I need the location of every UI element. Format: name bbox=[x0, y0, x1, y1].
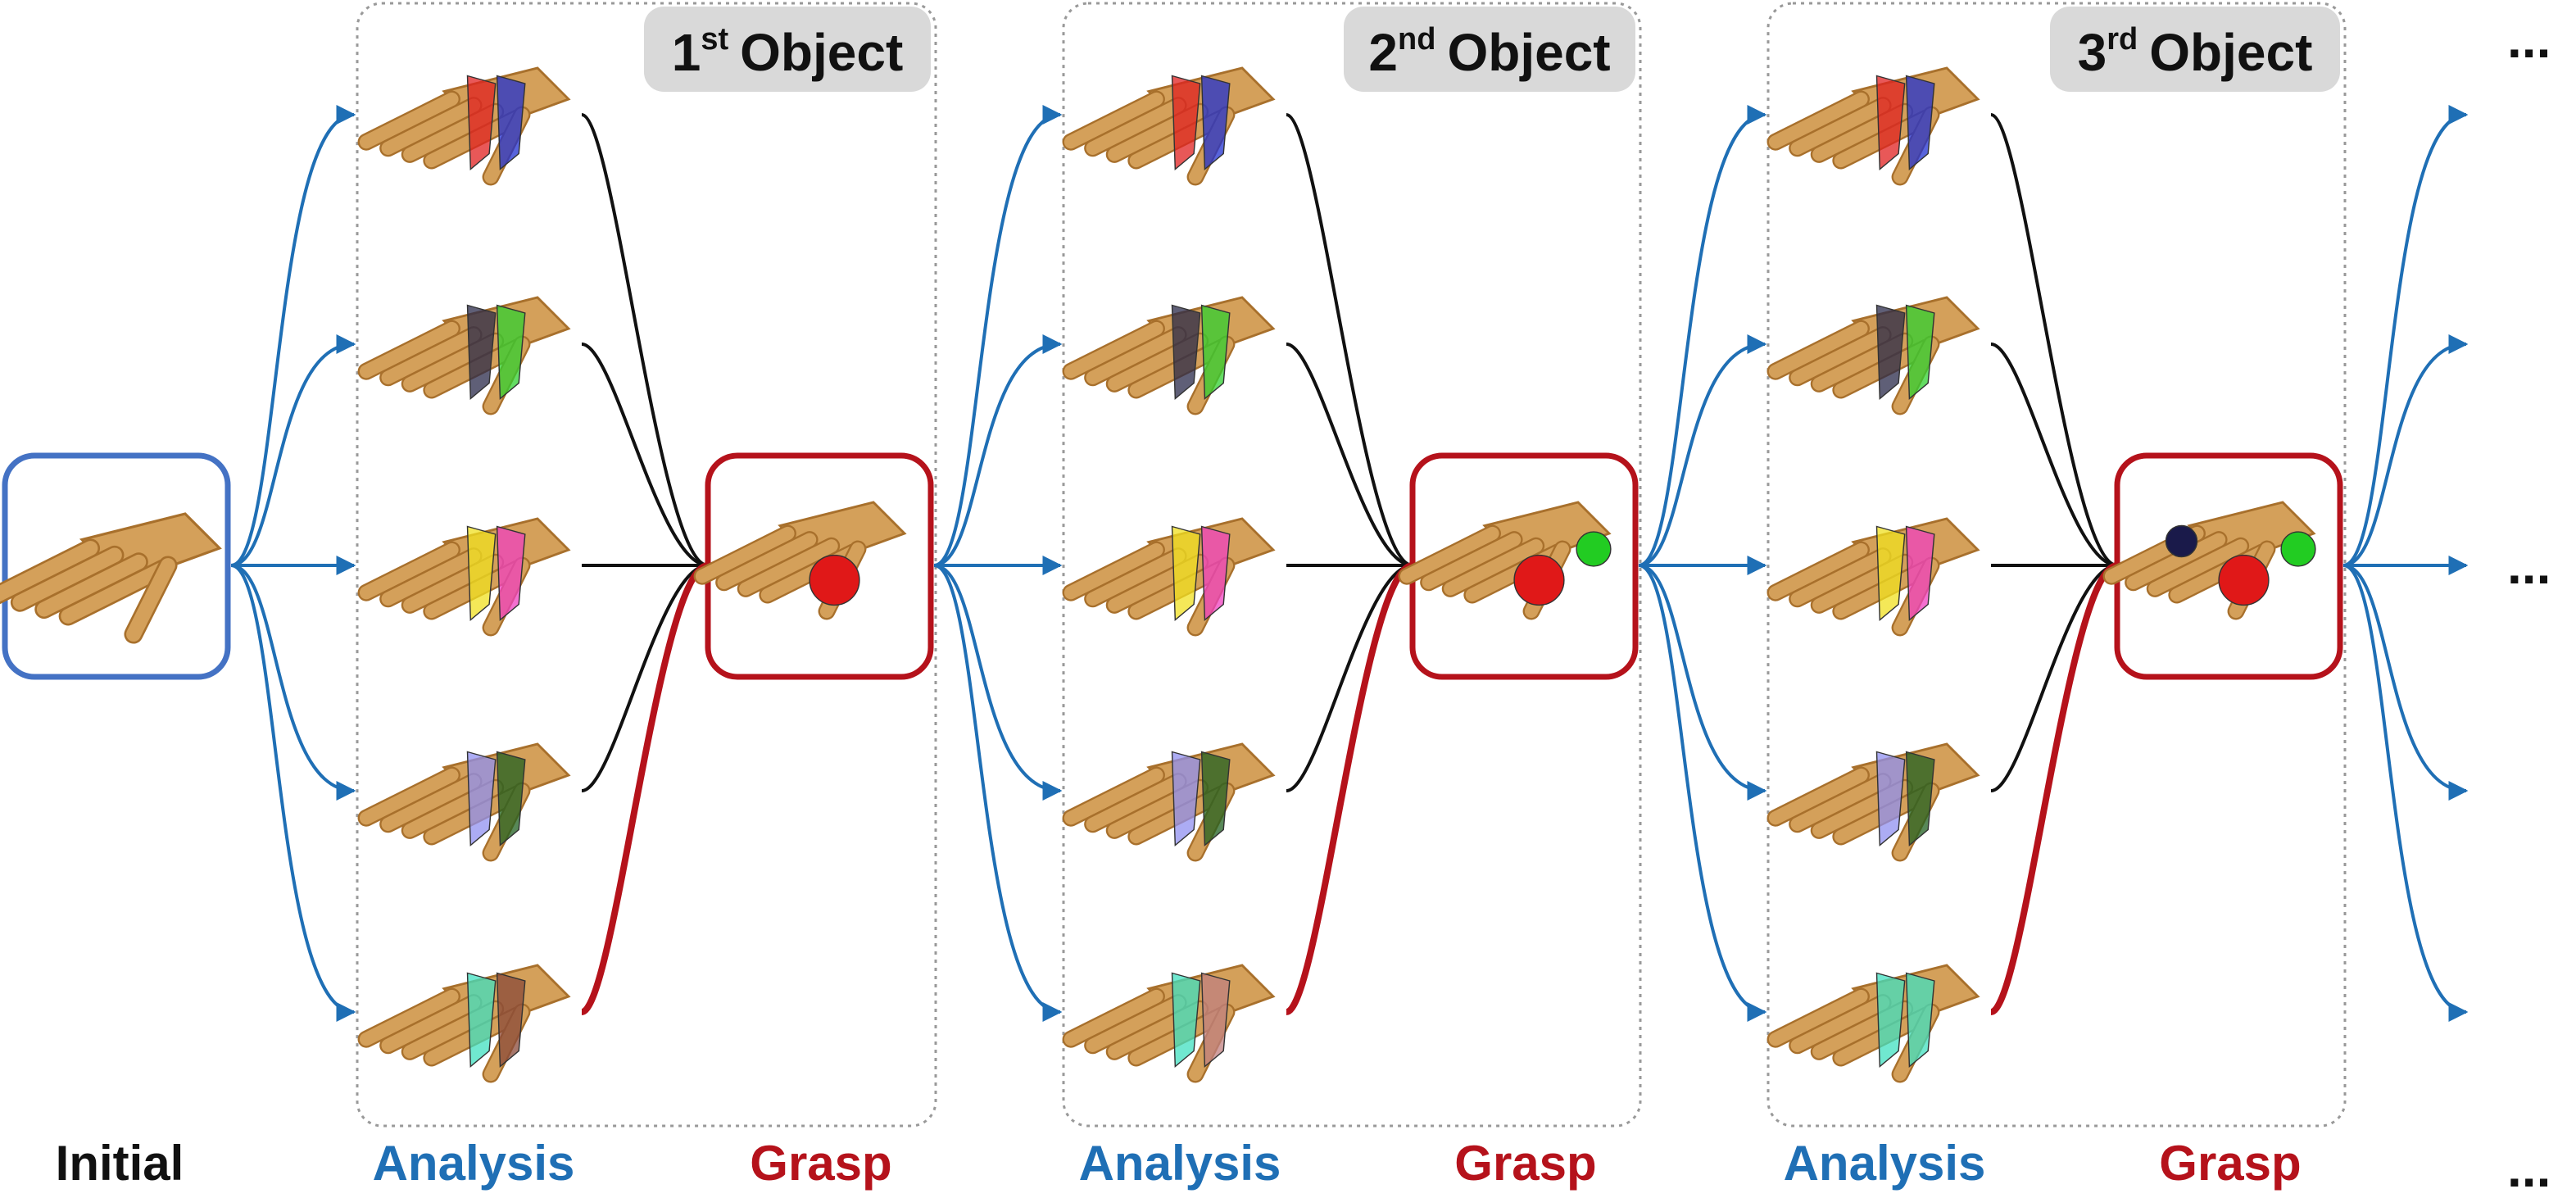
stage-2-word: Object bbox=[1447, 23, 1610, 82]
label-grasp-3: Grasp bbox=[2159, 1136, 2301, 1191]
grasp-3-object-3 bbox=[2165, 524, 2198, 558]
stage-3-analysis-hand-5 bbox=[1766, 964, 1980, 1083]
stage-1-analysis-hand-3 bbox=[357, 517, 571, 637]
stage-3-word: Object bbox=[2149, 23, 2312, 82]
stage-3-number: 3 bbox=[2078, 23, 2107, 82]
grasp1-blue-arrow-1 bbox=[933, 105, 1063, 567]
stage-1-analysis-hand-1 bbox=[357, 66, 571, 186]
stage-2-candidate-path-4 bbox=[1286, 564, 1413, 792]
grasp3-blue-arrow-4 bbox=[2342, 564, 2469, 801]
stage-2-tag: 2nd Object bbox=[1344, 7, 1635, 92]
label-analysis-2: Analysis bbox=[1079, 1136, 1281, 1191]
stage-3-analysis-hand-3 bbox=[1766, 517, 1980, 637]
ellipsis-middle: ... bbox=[2507, 536, 2551, 595]
grasp2-blue-arrow-4 bbox=[1638, 564, 1767, 801]
grasp-1-object-1 bbox=[809, 554, 860, 606]
initial-blue-arrow-5 bbox=[230, 564, 356, 1022]
grasp-3-object-1 bbox=[2218, 554, 2270, 606]
stage-2-selected-path bbox=[1285, 562, 1414, 1015]
stage-2-analysis-hand-5 bbox=[1062, 964, 1276, 1083]
stage-3-candidate-path-4 bbox=[1990, 564, 2118, 792]
label-analysis-1: Analysis bbox=[373, 1136, 575, 1191]
label-grasp-2: Grasp bbox=[1454, 1136, 1596, 1191]
grasp-2-object-1 bbox=[1513, 554, 1565, 606]
grasp-2-object-2 bbox=[1576, 531, 1612, 567]
stage-1-analysis-hand-2 bbox=[357, 296, 571, 415]
stage-2-candidate-path-2 bbox=[1286, 343, 1413, 567]
stage-1-word: Object bbox=[740, 23, 903, 82]
stage-3-candidate-path-2 bbox=[1990, 343, 2118, 567]
stage-3-selected-path bbox=[1989, 562, 2119, 1015]
stage-2-suffix: nd bbox=[1398, 22, 1435, 57]
stage-1-selected-path bbox=[580, 562, 710, 1015]
stage-2-number: 2 bbox=[1368, 23, 1398, 82]
grasp3-blue-arrow-2 bbox=[2342, 334, 2469, 567]
grasp-1-hand bbox=[693, 501, 907, 620]
grasp-3-object-2 bbox=[2280, 531, 2316, 567]
stage-1-container bbox=[356, 2, 937, 1128]
hand-layer bbox=[0, 66, 2316, 1083]
stage-3-candidate-path-1 bbox=[1990, 113, 2118, 567]
connector-layer bbox=[230, 105, 2469, 1022]
stage-1-tag: 1st Object bbox=[644, 7, 931, 92]
grasp2-blue-arrow-1 bbox=[1638, 105, 1767, 567]
grasp1-blue-arrow-5 bbox=[933, 564, 1063, 1022]
label-grasp-1: Grasp bbox=[750, 1136, 891, 1191]
stage-1-suffix: st bbox=[701, 22, 728, 57]
stage-1-candidate-path-2 bbox=[581, 343, 709, 567]
initial-blue-arrow-2 bbox=[230, 334, 356, 567]
initial-hand bbox=[0, 512, 222, 644]
initial-box bbox=[2, 452, 231, 680]
stage-2-analysis-hand-2 bbox=[1062, 296, 1276, 415]
stage-1-candidate-path-1 bbox=[581, 113, 709, 567]
stage-3-container bbox=[1766, 2, 2347, 1128]
ellipsis-bottom: ... bbox=[2507, 1139, 2551, 1198]
grasp3-blue-arrow-5 bbox=[2342, 564, 2469, 1022]
grasp3-blue-arrow-1 bbox=[2342, 105, 2469, 567]
stage-3-tag: 3rd Object bbox=[2050, 7, 2340, 92]
stage-3-analysis-hand-4 bbox=[1766, 742, 1980, 862]
stage-2-candidate-path-1 bbox=[1286, 113, 1413, 567]
grasp1-blue-arrow-2 bbox=[933, 334, 1063, 567]
grasp1-blue-arrow-4 bbox=[933, 564, 1063, 801]
stage-1-number: 1 bbox=[672, 23, 701, 82]
stage-3-analysis-hand-2 bbox=[1766, 296, 1980, 415]
stage-3-analysis-hand-1 bbox=[1766, 66, 1980, 186]
grasp-2-hand bbox=[1398, 501, 1612, 620]
stage-3-suffix: rd bbox=[2107, 22, 2138, 57]
label-initial: Initial bbox=[56, 1136, 184, 1191]
stage-1-analysis-hand-5 bbox=[357, 964, 571, 1083]
grasp2-blue-arrow-5 bbox=[1638, 564, 1767, 1022]
stage-2-analysis-hand-3 bbox=[1062, 517, 1276, 637]
stage-2-analysis-hand-1 bbox=[1062, 66, 1276, 186]
grasp2-blue-arrow-2 bbox=[1638, 334, 1767, 567]
initial-blue-arrow-4 bbox=[230, 564, 356, 801]
label-analysis-3: Analysis bbox=[1784, 1136, 1986, 1191]
stage-1-analysis-hand-4 bbox=[357, 742, 571, 862]
ellipsis-top: ... bbox=[2507, 10, 2551, 69]
stage-2-analysis-hand-4 bbox=[1062, 742, 1276, 862]
grasp-3-hand bbox=[2102, 501, 2316, 620]
initial-blue-arrow-1 bbox=[230, 105, 356, 567]
stage-2-container bbox=[1062, 2, 1642, 1128]
stage-1-candidate-path-4 bbox=[581, 564, 709, 792]
